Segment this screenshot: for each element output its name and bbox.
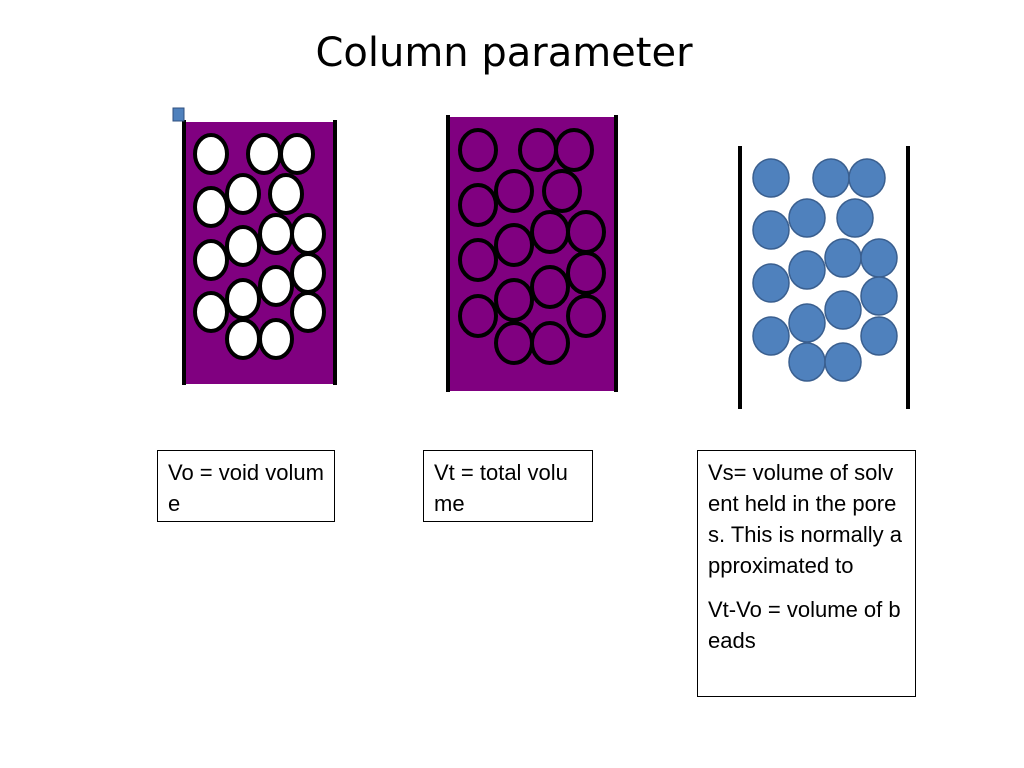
white-bead [193, 186, 229, 228]
blue-bead [812, 158, 850, 198]
purple-bead [566, 294, 606, 338]
white-bead [268, 173, 304, 215]
purple-bead [518, 128, 558, 172]
blue-bead [752, 316, 790, 356]
blue-bead [788, 250, 826, 290]
label-total-volume-text: Vt = total volume [434, 460, 568, 516]
purple-bead [542, 169, 582, 213]
blue-bead [848, 158, 886, 198]
purple-bead [458, 238, 498, 282]
blue-bead [824, 290, 862, 330]
blue-bead [824, 238, 862, 278]
white-bead [193, 133, 229, 175]
white-bead [290, 291, 326, 333]
purple-beads [458, 128, 606, 365]
white-bead [193, 239, 229, 281]
white-bead [193, 291, 229, 333]
label-solvent-volume: Vs= volume of solvent held in the pores.… [697, 450, 916, 697]
selection-handle[interactable] [172, 107, 185, 122]
purple-bead [494, 278, 534, 322]
column-solvent-volume [738, 146, 910, 409]
white-bead [246, 133, 282, 175]
white-bead [290, 213, 326, 255]
white-bead [225, 225, 261, 267]
white-bead [225, 278, 261, 320]
blue-bead [860, 238, 898, 278]
purple-bead [494, 169, 534, 213]
blue-bead [752, 210, 790, 250]
purple-bead [530, 210, 570, 254]
purple-bead [566, 210, 606, 254]
blue-bead [752, 263, 790, 303]
blue-bead [788, 198, 826, 238]
purple-bead [530, 321, 570, 365]
purple-bead [494, 321, 534, 365]
white-bead [258, 265, 294, 307]
blue-bead [788, 342, 826, 382]
white-bead [290, 252, 326, 294]
purple-bead [530, 265, 570, 309]
label-solvent-volume-text: Vs= volume of solvent held in the pores.… [708, 460, 902, 578]
purple-bead [458, 183, 498, 227]
label-bead-volume-text: Vt-Vo = volume of beads [708, 597, 901, 653]
purple-bead [566, 251, 606, 295]
blue-beads [752, 158, 898, 382]
white-bead [258, 318, 294, 360]
blue-bead [836, 198, 874, 238]
label-void-volume-text: Vo = void volume [168, 460, 324, 516]
label-void-volume: Vo = void volume [157, 450, 335, 522]
white-bead [225, 173, 261, 215]
white-bead [279, 133, 315, 175]
blue-bead [860, 316, 898, 356]
column-void-volume [172, 107, 337, 385]
blue-bead [752, 158, 790, 198]
blue-bead [788, 303, 826, 343]
white-bead [258, 213, 294, 255]
white-bead [225, 318, 261, 360]
purple-bead [458, 294, 498, 338]
slide-title: Column parameter [315, 30, 693, 76]
white-beads [193, 133, 326, 360]
blue-bead [824, 342, 862, 382]
column-total-volume [446, 115, 618, 392]
purple-bead [458, 128, 498, 172]
purple-bead [494, 223, 534, 267]
blue-bead [860, 276, 898, 316]
label-total-volume: Vt = total volume [423, 450, 593, 522]
purple-bead [554, 128, 594, 172]
